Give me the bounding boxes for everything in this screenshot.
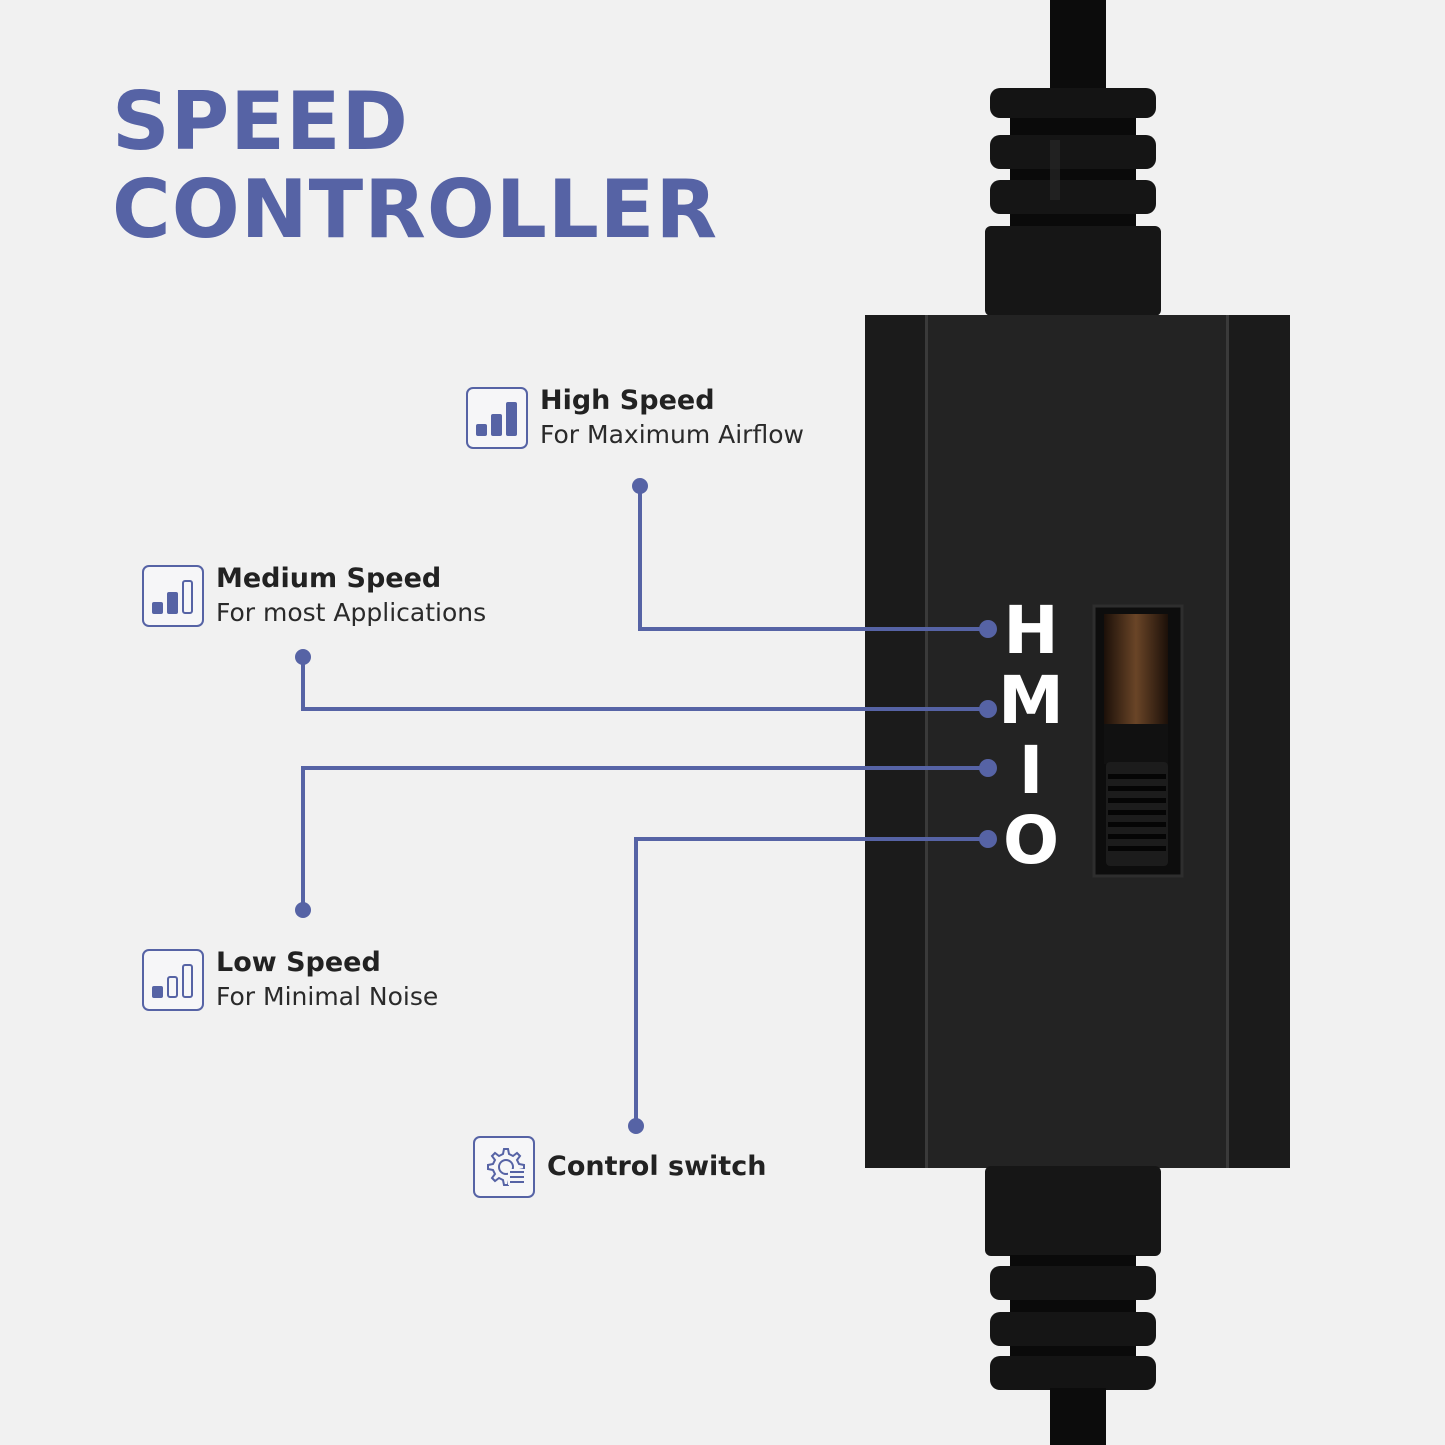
low-speed-subtitle: For Minimal Noise	[216, 982, 439, 1011]
high-speed-leader	[638, 486, 988, 631]
low-speed-title: Low Speed	[216, 947, 381, 978]
gear-settings-icon	[473, 1136, 535, 1198]
high-speed-title: High Speed	[540, 385, 715, 416]
high-speed-subtitle: For Maximum Airflow	[540, 420, 804, 449]
signal-bars-high-icon	[466, 387, 528, 449]
leader-dot	[295, 649, 311, 665]
callout-high-speed: High Speed For Maximum Airflow	[466, 384, 804, 452]
leader-dot	[979, 830, 997, 848]
switch-letter-i: I	[1018, 732, 1044, 809]
low-speed-leader	[301, 766, 988, 910]
controller-body	[865, 315, 1290, 1168]
title-line-2: CONTROLLER	[112, 163, 719, 256]
callout-medium-speed: Medium Speed For most Applications	[142, 562, 486, 630]
leader-dot	[295, 902, 311, 918]
top-strain-relief	[985, 88, 1161, 316]
callout-low-speed: Low Speed For Minimal Noise	[142, 946, 438, 1014]
medium-speed-leader	[301, 657, 988, 711]
control-switch-leader	[634, 837, 988, 1126]
leader-dot	[628, 1118, 644, 1134]
medium-speed-subtitle: For most Applications	[216, 598, 487, 627]
page-title: SPEED CONTROLLER	[112, 78, 718, 254]
control-switch-title: Control switch	[547, 1151, 767, 1182]
medium-speed-title: Medium Speed	[216, 563, 442, 594]
signal-bars-medium-icon	[142, 565, 204, 627]
signal-bars-low-icon	[142, 949, 204, 1011]
leader-dot	[979, 620, 997, 638]
leader-dot	[979, 700, 997, 718]
bottom-strain-relief	[985, 1166, 1161, 1390]
switch-letter-h: H	[1003, 592, 1059, 669]
callout-control-switch: Control switch	[473, 1136, 766, 1198]
leader-dot	[979, 759, 997, 777]
switch-letter-m: M	[998, 662, 1064, 739]
top-cable	[1050, 0, 1106, 100]
switch-letter-o: O	[1002, 802, 1060, 879]
title-line-1: SPEED	[112, 75, 409, 168]
bottom-cable	[1050, 1388, 1106, 1445]
leader-dot	[632, 478, 648, 494]
slide-switch	[1092, 604, 1184, 878]
